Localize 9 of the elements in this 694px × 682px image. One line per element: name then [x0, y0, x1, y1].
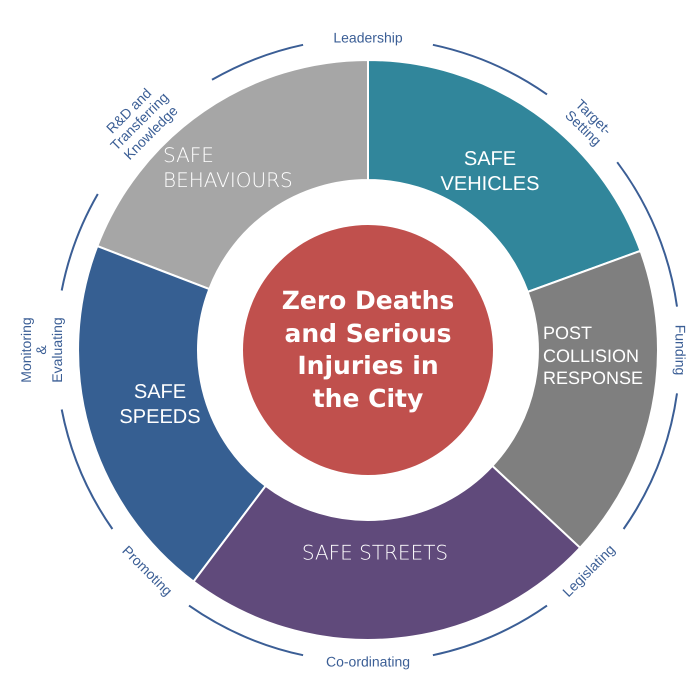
ring-label: Funding: [672, 324, 688, 376]
segment-label: SAFE VEHICLES: [440, 147, 540, 197]
segment-label: SAFE SPEEDS: [119, 380, 201, 430]
segment-label: POST COLLISION RESPONSE: [543, 322, 644, 390]
ring-label: Monitoring & Evaluating: [18, 317, 66, 383]
ring-label: Co-ordinating: [326, 654, 410, 670]
segment-label: SAFE STREETS: [302, 540, 448, 566]
ring-label: Leadership: [333, 30, 403, 46]
goal-text: Zero Deaths and Serious Injuries in the City: [280, 285, 456, 414]
